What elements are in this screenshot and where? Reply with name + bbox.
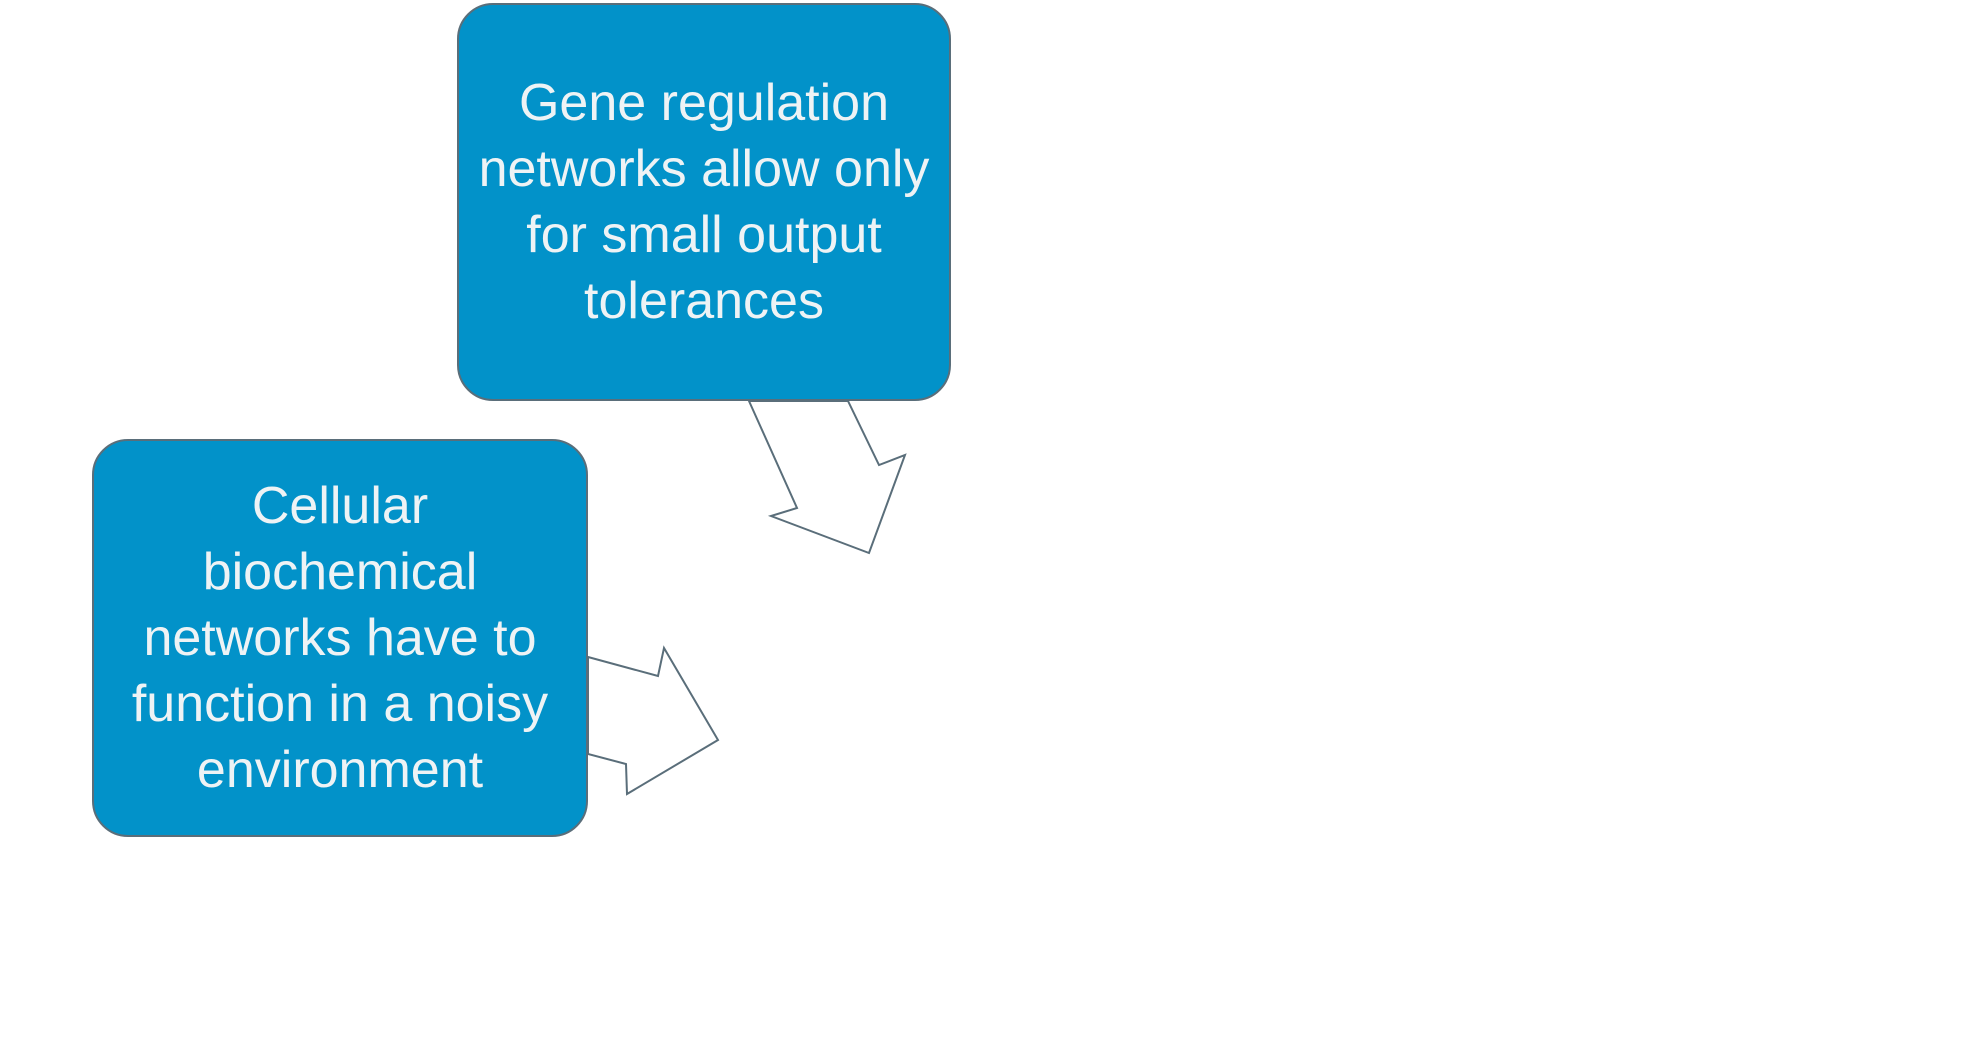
cellular-networks-node-label: Cellular biochemical networks have to fu… — [131, 477, 549, 799]
gene-regulation-node: Gene regulation networks allow only for … — [457, 3, 951, 401]
cellular-networks-node: Cellular biochemical networks have to fu… — [92, 439, 588, 837]
arrow-from-cellular-box — [587, 645, 720, 796]
gene-regulation-node-label: Gene regulation networks allow only for … — [478, 74, 930, 330]
arrow-from-gene-box — [747, 400, 907, 555]
